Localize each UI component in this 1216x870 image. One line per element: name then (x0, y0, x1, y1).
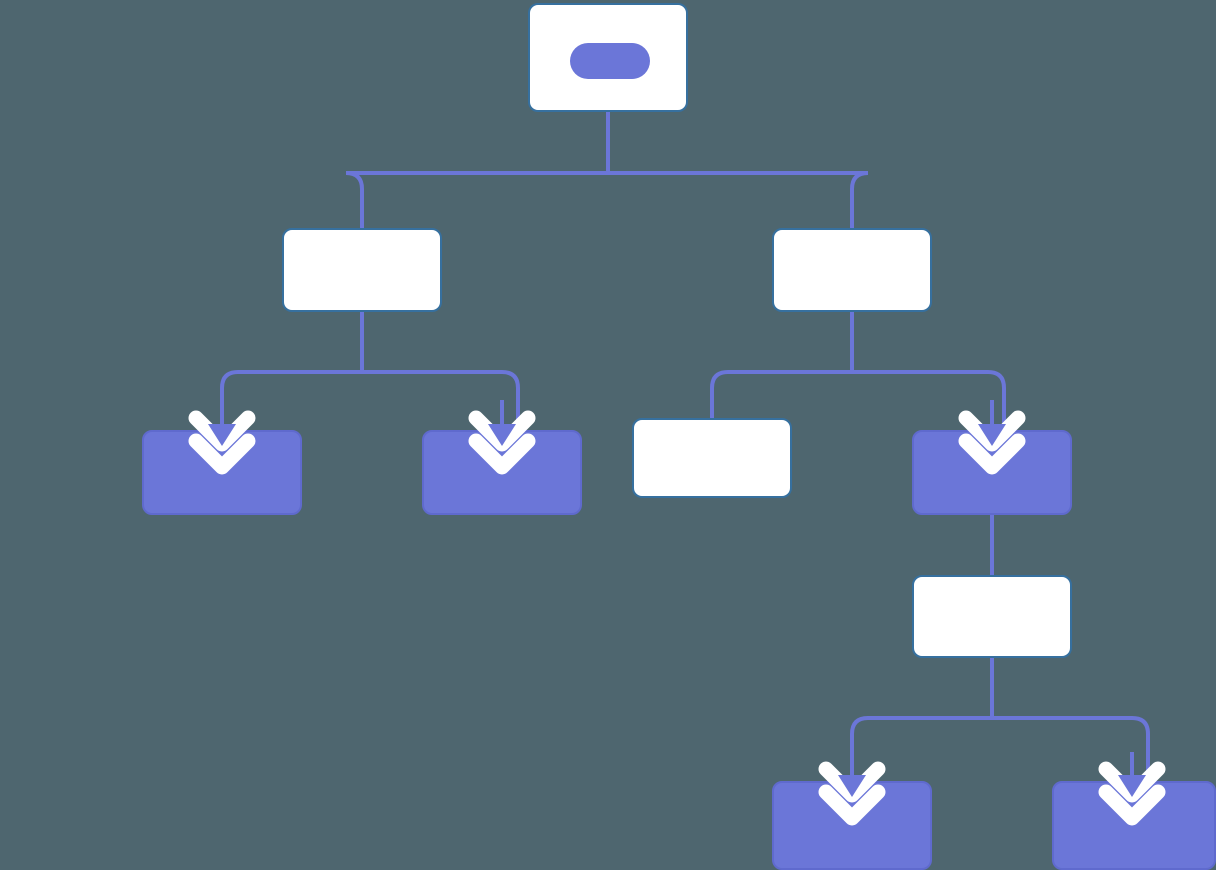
root-pill-icon (570, 43, 650, 79)
node-level2-left[interactable] (282, 228, 442, 312)
edge-root-to-right (608, 171, 869, 228)
edge-to-br (1131, 716, 1150, 789)
node-leaf-right-white[interactable] (632, 418, 792, 498)
node-level2-right[interactable] (772, 228, 932, 312)
node-leaf-bottom-left[interactable] (772, 781, 932, 870)
node-leaf-left-2[interactable] (422, 430, 582, 515)
node-leaf-bottom-right[interactable] (1052, 781, 1216, 870)
edge-to-bl (850, 716, 869, 789)
edge-right-to-c1 (710, 370, 729, 420)
edge-left-to-c1 (220, 370, 239, 438)
node-leaf-left-1[interactable] (142, 430, 302, 515)
edge-root-to-left (345, 171, 608, 228)
node-level4-white[interactable] (912, 575, 1072, 658)
node-root[interactable] (528, 3, 688, 112)
node-branch-right[interactable] (912, 430, 1072, 515)
edge-right-to-c2 (987, 370, 1006, 438)
edge-left-to-c2 (501, 370, 520, 438)
